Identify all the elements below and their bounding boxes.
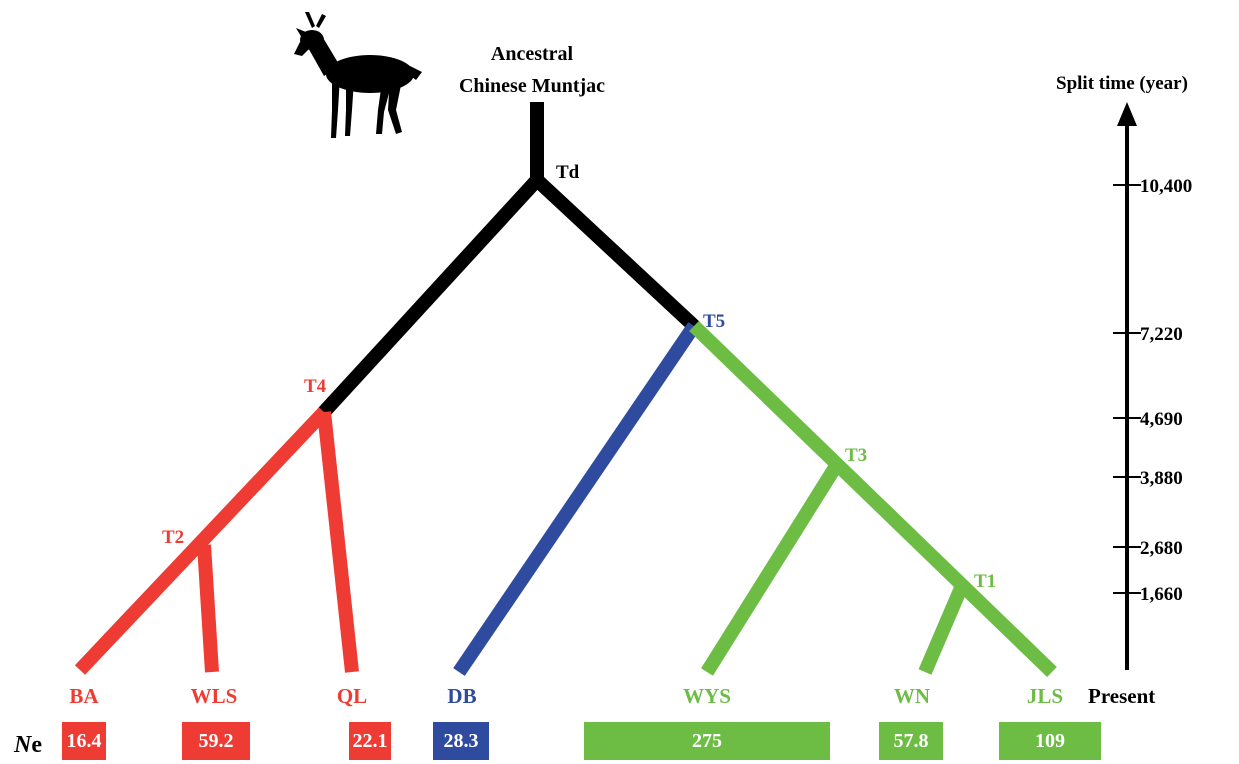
leaf-label-wys: WYS bbox=[683, 684, 731, 708]
branch-t5-db bbox=[453, 322, 700, 676]
leaf-label-ql: QL bbox=[336, 684, 368, 708]
present-label: Present bbox=[1088, 684, 1156, 708]
tick-label-2680: 2,680 bbox=[1140, 538, 1183, 559]
ne-box-ba: 16.4 bbox=[62, 722, 106, 760]
ne-box-wls: 59.2 bbox=[182, 722, 250, 760]
time-axis-arrow bbox=[1117, 102, 1137, 126]
node-label-t4: T4 bbox=[304, 376, 327, 397]
branch-t3-wys bbox=[701, 462, 842, 676]
ne-box-wn: 57.8 bbox=[879, 722, 943, 760]
branch-t4-ql bbox=[317, 411, 359, 673]
tick-label-7220: 7,220 bbox=[1140, 324, 1183, 345]
node-label-td: Td bbox=[556, 162, 580, 183]
tick-label-1660: 1,660 bbox=[1140, 584, 1183, 605]
ne-row-label: Ne bbox=[14, 733, 42, 757]
leaf-label-wn: WN bbox=[893, 684, 931, 708]
node-label-t5: T5 bbox=[703, 311, 726, 332]
leaf-label-jls: JLS bbox=[1026, 684, 1064, 708]
leaf-label-wls: WLS bbox=[190, 684, 238, 708]
branch-t2-wls bbox=[197, 544, 219, 673]
ne-box-ql: 22.1 bbox=[349, 722, 391, 760]
tick-label-10400: 10,400 bbox=[1140, 176, 1193, 197]
root-label: Ancestral Chinese Muntjac bbox=[432, 38, 632, 102]
branch-td-t5 bbox=[530, 173, 701, 333]
root-label-line1: Ancestral bbox=[490, 43, 574, 65]
leaf-label-db: DB bbox=[447, 684, 477, 708]
root-label-line2: Chinese Muntjac bbox=[458, 75, 606, 97]
branch-t1-wn bbox=[918, 585, 968, 675]
axis-title: Split time (year) bbox=[1056, 73, 1188, 94]
ne-label-suffix: e bbox=[31, 732, 42, 758]
branch-td-t4 bbox=[317, 173, 544, 419]
ne-label-italic: N bbox=[14, 732, 32, 758]
ne-box-jls: 109 bbox=[999, 722, 1101, 760]
node-label-t1: T1 bbox=[974, 571, 997, 592]
node-label-t3: T3 bbox=[845, 445, 868, 466]
tick-label-3880: 3,880 bbox=[1140, 468, 1183, 489]
ne-box-wys: 275 bbox=[584, 722, 830, 760]
tick-label-4690: 4,690 bbox=[1140, 409, 1183, 430]
node-label-t2: T2 bbox=[162, 527, 185, 548]
leaf-label-ba: BA bbox=[69, 684, 99, 708]
branch-t4-ba bbox=[74, 407, 330, 675]
ne-box-db: 28.3 bbox=[433, 722, 489, 760]
muntjac-silhouette-icon bbox=[294, 12, 422, 138]
branch-t5-jls bbox=[689, 320, 1057, 678]
